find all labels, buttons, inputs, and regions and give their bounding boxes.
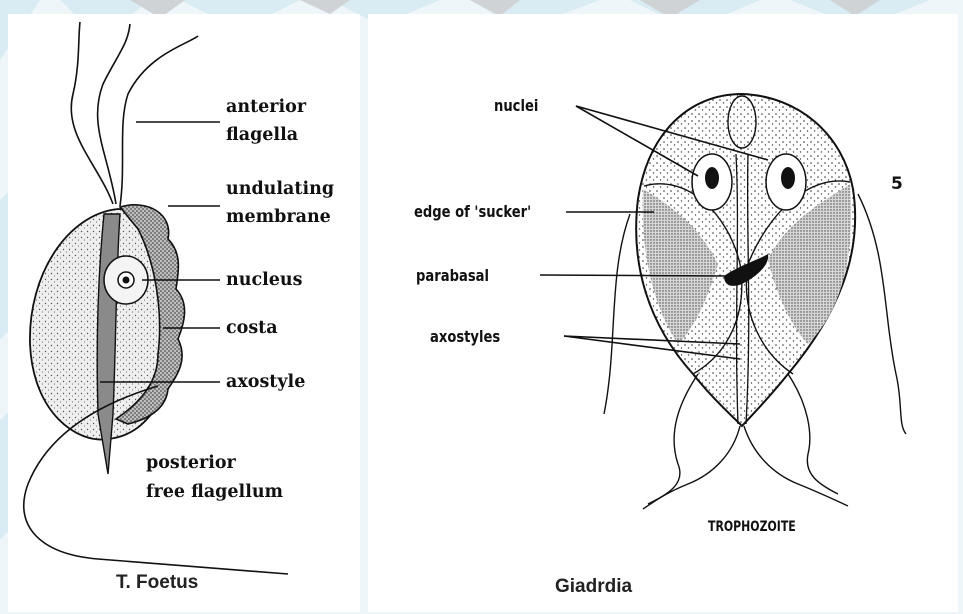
label-parabasal: parabasal bbox=[416, 266, 489, 285]
label-posterior: posterior bbox=[146, 452, 236, 474]
label-membrane: membrane bbox=[226, 206, 331, 228]
label-flagella: flagella bbox=[226, 124, 298, 146]
label-nucleus: nucleus bbox=[226, 269, 302, 291]
label-axostyles: axostyles bbox=[430, 327, 500, 346]
label-anterior: anterior bbox=[226, 96, 306, 118]
label-undulating: undulating bbox=[226, 178, 334, 200]
trophozoite-label: TROPHOZOITE bbox=[708, 519, 796, 535]
label-nuclei: nuclei bbox=[494, 96, 538, 115]
label-free-flagellum: free flagellum bbox=[146, 481, 283, 503]
tritrichomonas-illustration bbox=[8, 14, 360, 612]
right-figure-caption: Giadrdia bbox=[555, 576, 632, 598]
label-edge-of-sucker: edge of 'sucker' bbox=[414, 202, 531, 221]
giardia-illustration bbox=[368, 14, 958, 612]
left-figure-caption: T. Foetus bbox=[116, 572, 198, 594]
tritrichomonas-foetus-panel: anterior flagella undulating membrane nu… bbox=[8, 14, 360, 612]
label-axostyle: axostyle bbox=[226, 371, 305, 393]
giardia-panel: nuclei edge of 'sucker' parabasal axosty… bbox=[368, 14, 958, 612]
label-costa: costa bbox=[226, 317, 278, 339]
figure-number: 5 bbox=[891, 174, 903, 194]
